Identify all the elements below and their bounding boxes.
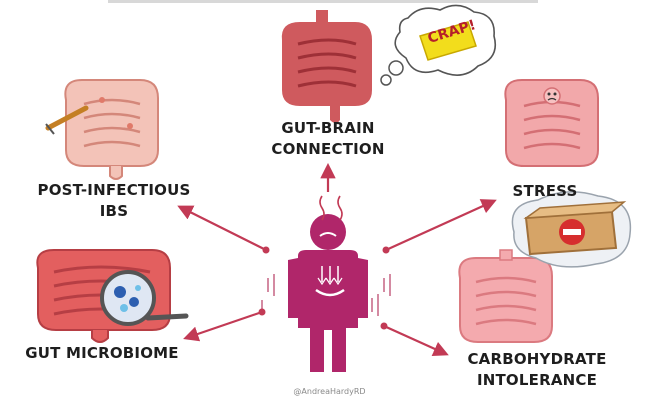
post-infectious-intestine-icon — [46, 80, 158, 179]
label-post-infectious-line2: IBS — [14, 201, 214, 222]
gut-microbiome-intestine-icon — [37, 250, 186, 342]
carbohydrate-intestine-icon — [459, 250, 552, 342]
arrow-to-gut-microbiome — [186, 312, 262, 338]
arrow-to-stress — [386, 201, 494, 250]
gut-brain-intestine-icon — [282, 10, 372, 123]
stress-intestine-icon — [505, 80, 598, 166]
arrow-to-carbohydrate — [384, 326, 446, 354]
person-figure-icon — [288, 214, 368, 372]
label-carbohydrate-line1: CARBOHYDRATE — [452, 349, 622, 370]
no-carbs-bubble-icon — [512, 192, 630, 267]
label-stress: STRESS — [500, 181, 590, 202]
label-gut-brain: GUT-BRAIN CONNECTION — [248, 118, 408, 160]
label-carbohydrate: CARBOHYDRATE INTOLERANCE — [452, 349, 622, 391]
label-post-infectious: POST-INFECTIOUS IBS — [14, 180, 214, 222]
label-gut-brain-line2: CONNECTION — [248, 139, 408, 160]
label-post-infectious-line1: POST-INFECTIOUS — [14, 180, 214, 201]
label-gut-microbiome: GUT MICROBIOME — [12, 343, 192, 364]
label-gut-brain-line1: GUT-BRAIN — [248, 118, 408, 139]
credit-handle: @AndreaHardyRD — [0, 387, 659, 396]
